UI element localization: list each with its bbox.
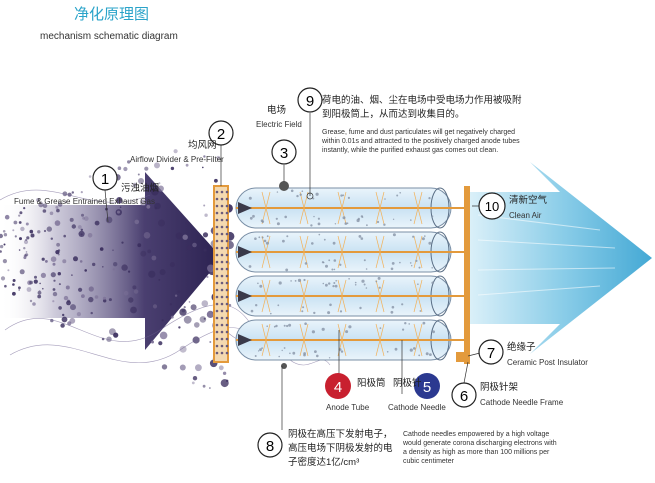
label-4-cn: 阳极筒 xyxy=(357,378,386,389)
cathode-needle-frame xyxy=(464,186,470,364)
label-4-en: Anode Tube xyxy=(326,403,370,412)
callout-7-badge: 7 xyxy=(478,339,504,365)
svg-text:6: 6 xyxy=(460,388,468,405)
callout-4-badge: 4 xyxy=(325,373,351,399)
label-10-cn: 清新空气 xyxy=(509,195,548,206)
label-10-en: Clean Air xyxy=(509,211,542,220)
label-3-cn: 电场 xyxy=(267,105,287,116)
label-1-en: Fume & Grease Entrained Exhaust Gas xyxy=(14,197,155,206)
label-8-en: Cathode needles empowered by a high volt… xyxy=(403,431,557,466)
callout-6-badge: 6 xyxy=(451,382,477,408)
callout-9-badge: 9 xyxy=(297,87,323,113)
electric-field-terminal xyxy=(279,181,289,191)
mesh-dots xyxy=(215,190,229,355)
callout-1-badge: 1 xyxy=(92,165,118,191)
label-6-en: Cathode Needle Frame xyxy=(480,398,564,407)
cathode-needles xyxy=(236,207,470,341)
collected-particles xyxy=(248,189,435,359)
label-2-en: Airflow Divider & Pre-Filter xyxy=(130,155,224,164)
ceramic-insulator xyxy=(456,352,466,362)
label-9-cn: 荷电的油、烟、尘在电场中受电场力作用被吸附到阳极筒上，从而达到收集目的。 xyxy=(322,95,522,120)
svg-text:5: 5 xyxy=(423,379,431,396)
label-1-cn: 污浊油烟 xyxy=(121,183,160,194)
clean-air-arrow xyxy=(470,162,652,354)
svg-text:8: 8 xyxy=(266,438,274,455)
callout-8-badge: 8 xyxy=(257,432,283,458)
label-7-cn: 绝缘子 xyxy=(507,342,536,353)
label-7-en: Ceramic Post Insulator xyxy=(507,358,588,367)
title-chinese: 净化原理图 xyxy=(74,6,150,23)
callout-badges: 1 2 3 4 5 6 7 8 9 10 xyxy=(92,87,506,458)
label-5-cn: 阴极针 xyxy=(393,378,422,389)
label-2-cn: 均风网 xyxy=(188,140,217,151)
label-3-en: Electric Field xyxy=(256,120,302,129)
svg-text:2: 2 xyxy=(217,126,225,143)
svg-text:3: 3 xyxy=(280,145,288,162)
callout-2-badge: 2 xyxy=(208,120,234,146)
flow-arrows xyxy=(238,202,252,346)
svg-text:4: 4 xyxy=(334,379,342,396)
svg-text:1: 1 xyxy=(101,171,109,188)
label-8-cn: 阴极在高压下发射电子，高压电场下阴极发射的电子密度达1亿/cm³ xyxy=(288,429,393,468)
label-6-cn: 阴极针架 xyxy=(480,382,519,393)
title-english: mechanism schematic diagram xyxy=(40,31,178,42)
svg-text:10: 10 xyxy=(485,199,499,214)
label-9-en: Grease, fume and dust particulates will … xyxy=(322,129,520,155)
smoke-arrow xyxy=(0,172,222,350)
svg-text:9: 9 xyxy=(306,93,314,110)
callout-3-badge: 3 xyxy=(271,139,297,165)
label-5-en: Cathode Needle xyxy=(388,403,446,412)
svg-text:7: 7 xyxy=(487,345,495,362)
callout-10-badge: 10 xyxy=(478,192,506,220)
callout-5-badge: 5 xyxy=(414,373,440,399)
